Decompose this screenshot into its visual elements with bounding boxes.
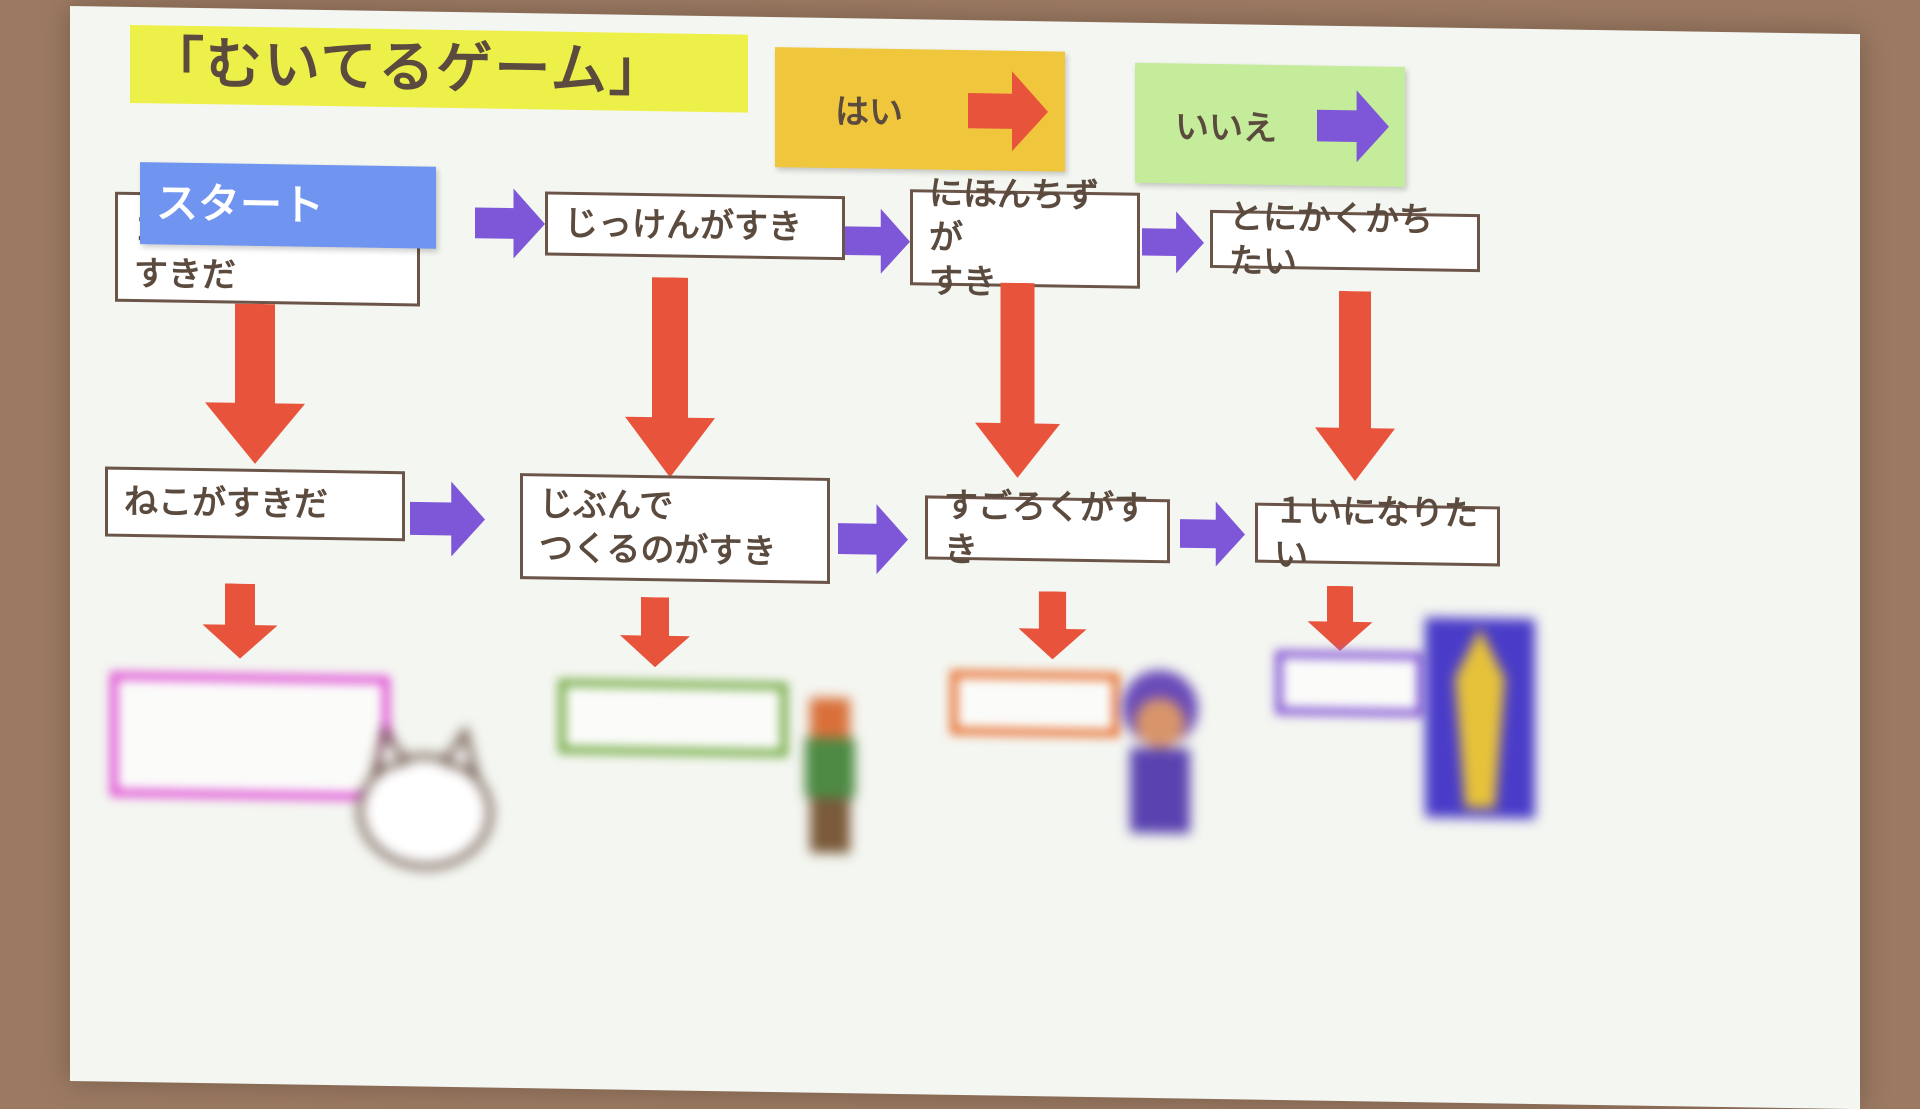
arrow-right-icon [1180, 493, 1245, 574]
legend-yes: はい [775, 47, 1065, 172]
result-box-2 [558, 678, 788, 758]
legend-yes-label: はい [835, 91, 903, 133]
arrow-right-icon [1142, 201, 1204, 284]
result-box-4 [1275, 649, 1425, 718]
question-first-place: １いになりたい [1255, 491, 1500, 575]
arrow-right-icon [475, 180, 545, 266]
legend-no-label: いいえ [1175, 106, 1277, 149]
arrow-down-icon [610, 596, 700, 667]
arrow-right-icon [410, 473, 485, 564]
character-icon [1425, 617, 1535, 820]
question-japan-map: にほんちずが すき [910, 173, 1140, 303]
question-want-to-win: とにかくかちたい [1210, 197, 1480, 282]
question-cat: ねこがすきだ [105, 466, 405, 542]
question-sugoroku: すごろくがすき [925, 486, 1170, 570]
arrow-down-icon [975, 282, 1060, 478]
legend-no: いいえ [1135, 62, 1405, 187]
arrow-right-icon [838, 496, 908, 582]
question-experiment: じっけんがすき [545, 191, 845, 261]
arrow-down-icon [625, 277, 715, 478]
question-make-yourself: じぶんで つくるのがすき [520, 473, 830, 584]
arrow-down-icon [190, 583, 290, 660]
slide-title: 「むいてるゲーム」 [130, 24, 748, 113]
arrow-down-icon [1300, 585, 1380, 651]
cat-icon [357, 723, 493, 870]
arrow-right-icon [845, 198, 910, 284]
arrow-right-icon [968, 63, 1048, 159]
arrow-right-icon [1317, 81, 1389, 172]
character-icon [1122, 670, 1198, 834]
character-icon [805, 697, 855, 854]
arrow-down-icon [1315, 290, 1395, 482]
arrow-down-icon [205, 303, 305, 464]
result-box-3 [950, 669, 1120, 738]
arrow-down-icon [1010, 591, 1095, 660]
start-label: スタート [140, 162, 436, 249]
slide: 「むいてるゲーム」 はい いいえ スタート コレクションが すきだ じっけんがす… [70, 6, 1860, 1109]
